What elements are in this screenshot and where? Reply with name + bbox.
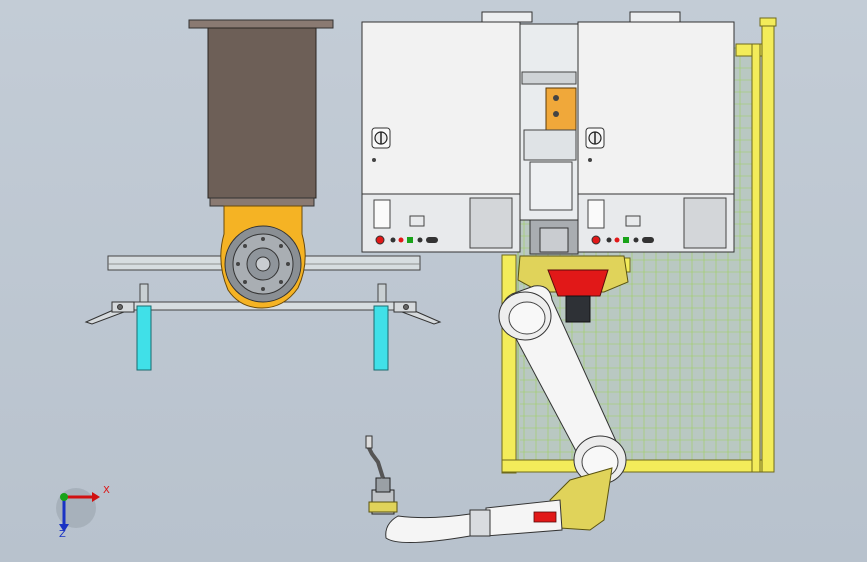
cabinet-2-body [577, 21, 735, 195]
fence-bottom-rail [501, 459, 775, 473]
fence-post-right-inner [751, 43, 761, 473]
torch-tip [365, 435, 373, 449]
positioner-body [207, 27, 317, 199]
cabinet-2-estop[interactable] [591, 235, 601, 245]
y-axis-dot [60, 493, 68, 501]
robot-elbow-yellow [549, 467, 613, 531]
clamp-right [393, 301, 442, 325]
cabinet-lid-2 [629, 11, 681, 23]
torch-cable [366, 445, 385, 479]
positioner-base-plate [209, 197, 315, 207]
cabinet-lid-1 [481, 11, 533, 23]
cabinet-1-body [361, 21, 521, 195]
positioner-top-flange [188, 19, 334, 29]
fence-post-cap [759, 17, 777, 27]
wire-feeder-motor [565, 295, 591, 323]
stand-leg-right [373, 305, 389, 371]
torch-gooseneck [385, 513, 471, 543]
axis-triad [56, 488, 100, 532]
welding-robot [365, 217, 629, 543]
positioner [188, 19, 334, 309]
x-axis-label: X [103, 485, 110, 496]
wire-spool-bracket [545, 87, 577, 133]
fence-post-left [501, 254, 517, 474]
stand-leg-left [136, 305, 152, 371]
turntable-bolts [236, 237, 290, 291]
control-cabinets [361, 11, 735, 253]
cabinet-1-estop[interactable] [375, 235, 385, 245]
clamp-left [84, 301, 135, 325]
z-axis-label: Z [59, 529, 66, 540]
fence-post-right [761, 23, 775, 473]
wire-feeder-red [547, 269, 609, 297]
